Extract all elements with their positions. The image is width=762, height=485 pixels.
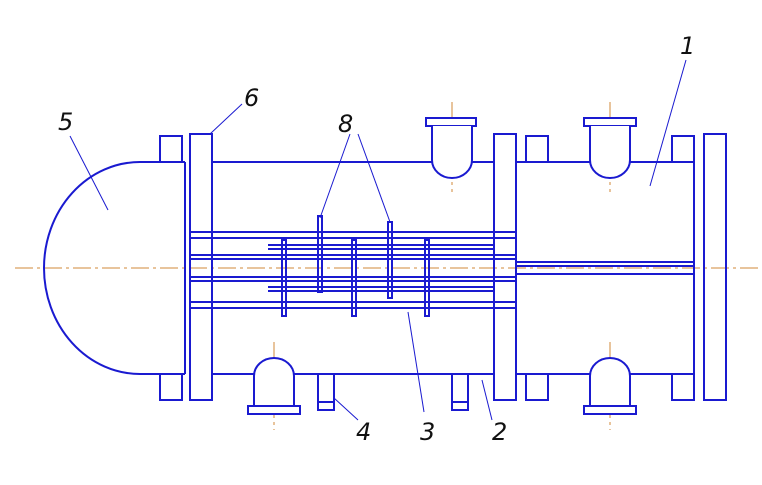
nozzle-top-left-flange bbox=[425, 117, 477, 127]
nozzle-bottom-left-body bbox=[253, 357, 295, 406]
nozzle-top-left-body bbox=[431, 126, 473, 179]
support-right bbox=[451, 373, 469, 411]
nozzle-bottom-left-flange bbox=[247, 405, 301, 415]
baffle-5 bbox=[424, 239, 430, 317]
baffle-1 bbox=[281, 239, 287, 317]
nozzle-bottom-left bbox=[247, 357, 301, 415]
nozzle-top-left bbox=[425, 117, 477, 179]
nozzle-bottom-right bbox=[583, 357, 637, 415]
tube-sheet-left bbox=[189, 133, 213, 401]
leader-4 bbox=[333, 397, 359, 421]
label-part-5: 5 bbox=[58, 108, 73, 136]
leader-2 bbox=[481, 379, 493, 421]
center-flange-ring-bottom bbox=[525, 373, 549, 401]
part-labels: 1 2 3 4 5 6 8 bbox=[58, 32, 695, 446]
leader-8a bbox=[319, 133, 351, 219]
tube-sheet-center bbox=[493, 133, 517, 401]
leader-6 bbox=[209, 103, 243, 135]
leader-1 bbox=[649, 59, 687, 187]
leader-lines bbox=[69, 59, 687, 421]
label-part-3: 3 bbox=[420, 418, 435, 446]
baffle-2 bbox=[317, 215, 323, 293]
baffle-3 bbox=[351, 239, 357, 317]
end-cover-right bbox=[703, 133, 727, 401]
label-part-8: 8 bbox=[338, 110, 353, 138]
nozzle-bottom-right-body bbox=[589, 357, 631, 406]
label-part-4: 4 bbox=[356, 418, 371, 446]
nozzle-top-right bbox=[583, 117, 637, 179]
leader-8b bbox=[357, 133, 391, 223]
leader-5 bbox=[69, 135, 109, 211]
leader-3 bbox=[407, 311, 425, 413]
label-part-6: 6 bbox=[244, 84, 259, 112]
tube-bundle bbox=[190, 231, 516, 309]
label-part-1: 1 bbox=[680, 32, 695, 60]
nozzle-bottom-right-flange bbox=[583, 405, 637, 415]
center-flange-ring-top bbox=[525, 135, 549, 163]
nozzle-top-right-flange bbox=[583, 117, 637, 127]
right-flange-ring-top bbox=[671, 135, 695, 163]
head-flange-ring-bottom bbox=[159, 373, 183, 401]
nozzle-top-right-body bbox=[589, 126, 631, 179]
hemispherical-head bbox=[43, 135, 186, 401]
head-arc bbox=[43, 161, 141, 375]
label-part-2: 2 bbox=[492, 418, 507, 446]
support-left bbox=[317, 373, 335, 411]
right-flange-ring-bottom bbox=[671, 373, 695, 401]
head-flange-ring-top bbox=[159, 135, 183, 163]
